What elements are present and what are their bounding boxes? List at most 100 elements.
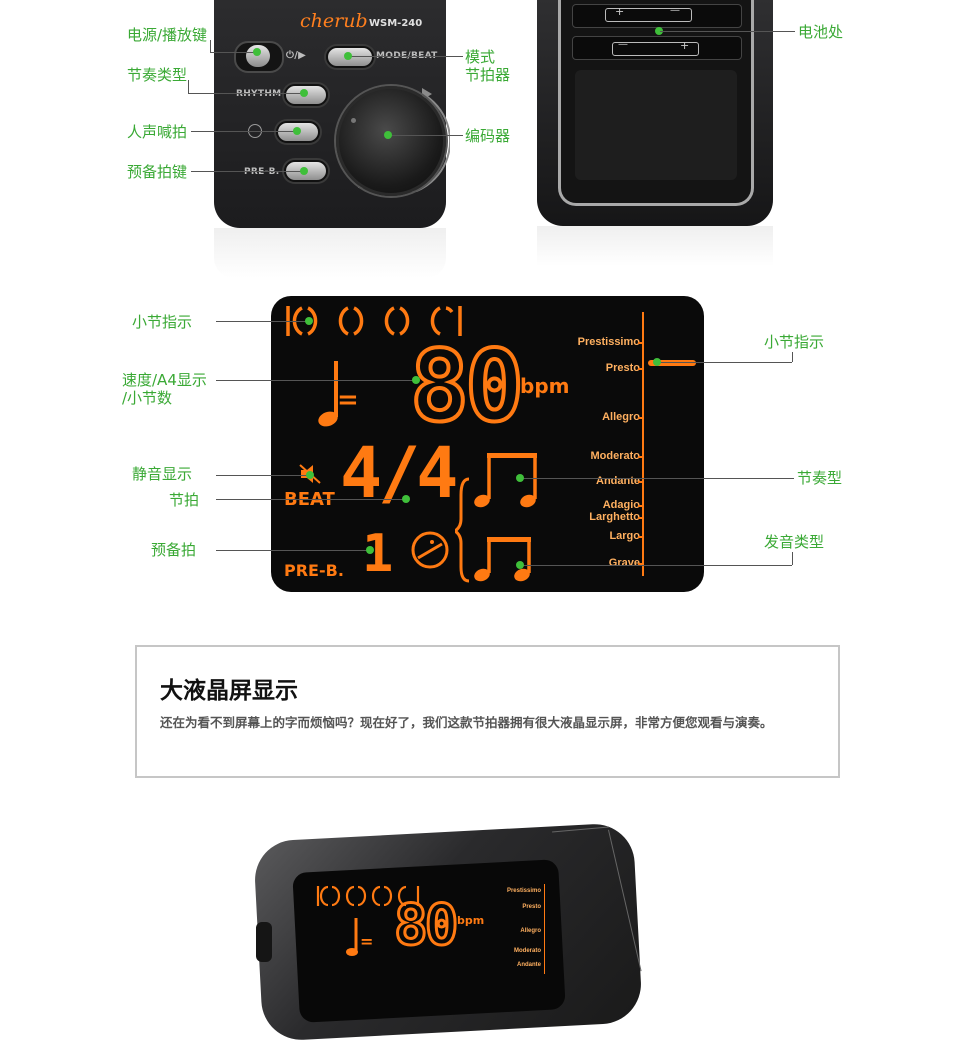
leader-line — [216, 321, 308, 322]
callout-measure-left: 小节指示 — [132, 313, 193, 331]
marker-dot — [300, 167, 308, 175]
tempo-mark: Presto — [605, 362, 640, 374]
leader-line — [348, 56, 463, 57]
callout-beat: 节拍 — [169, 491, 200, 509]
battery-compartment-inner — [575, 70, 737, 180]
marker-dot — [344, 52, 352, 60]
marker-dot — [305, 317, 313, 325]
leader-line — [792, 552, 793, 565]
photo-equals-sign: = — [360, 932, 374, 951]
photo-bpm-unit: bpm — [457, 914, 485, 927]
leader-line — [660, 31, 795, 32]
tempo-tick — [638, 517, 644, 519]
tempo-tick — [638, 342, 644, 344]
marker-dot — [293, 127, 301, 135]
model-name: WSM-240 — [369, 18, 423, 29]
marker-dot — [653, 358, 661, 366]
lcd-pre-b-label: PRE-B. — [284, 561, 344, 580]
tempo-tick — [638, 456, 644, 458]
photo-tempo-mark: Presto — [522, 904, 541, 910]
back-reflection — [537, 226, 773, 266]
leader-line — [520, 478, 794, 479]
time-signature: 4/4 — [340, 432, 458, 514]
photo-bpm-value: 80 — [392, 892, 459, 960]
leader-line — [191, 171, 303, 172]
callout-mute: 静音显示 — [132, 465, 193, 483]
encoder-knob[interactable] — [336, 86, 446, 196]
callout-power-play: 电源/播放键 — [127, 26, 208, 44]
bpm-value: 80 — [408, 328, 526, 446]
tempo-mark: Moderato — [590, 450, 641, 462]
tempo-tick — [638, 536, 644, 538]
leader-line — [188, 93, 304, 94]
battery-cell-2 — [612, 42, 699, 56]
callout-battery: 电池处 — [798, 23, 844, 41]
battery-slot-2 — [572, 36, 742, 60]
callout-pre-beat-key: 预备拍键 — [127, 163, 188, 181]
marker-dot — [516, 474, 524, 482]
leader-line — [210, 40, 211, 52]
equals-sign: = — [337, 385, 359, 415]
marker-dot — [402, 495, 410, 503]
marker-dot — [412, 376, 420, 384]
tempo-tick — [638, 505, 644, 507]
callout-speed-line1: 速度/A4显示 — [122, 371, 207, 389]
marker-dot — [384, 131, 392, 139]
marker-dot — [306, 471, 314, 479]
quarter-note-icon — [318, 361, 338, 427]
tempo-tick — [638, 481, 644, 483]
leader-line — [792, 352, 793, 362]
photo-tempo-mark: Moderato — [514, 948, 541, 954]
tempo-tick — [638, 417, 644, 419]
leader-line — [216, 475, 310, 476]
feature-title: 大液晶屏显示 — [160, 678, 298, 704]
photo-tempo-bar — [544, 884, 545, 974]
leader-line — [216, 499, 406, 500]
tempo-mark: Grave — [608, 557, 640, 569]
pre-b-count: 1 — [362, 524, 394, 584]
tempo-scale-marker — [648, 360, 696, 366]
tempo-scale-bar — [642, 312, 644, 576]
feature-info-box — [135, 645, 840, 778]
leader-line — [191, 131, 297, 132]
battery-plus-2: + — [680, 39, 690, 52]
tempo-mark: Allegro — [602, 411, 640, 423]
power-symbol: ⏻/▶ — [286, 50, 307, 61]
callout-rhythm-type: 节奏类型 — [127, 66, 188, 84]
tempo-mark: Andante — [596, 475, 640, 487]
marker-dot — [655, 27, 663, 35]
photo-measure-icons — [316, 885, 420, 907]
marker-dot — [300, 89, 308, 97]
pre-b-label: PRE-B. — [244, 167, 280, 177]
callout-speed-line2: /小节数 — [122, 389, 173, 407]
marker-dot — [253, 48, 261, 56]
device-reflection — [214, 228, 446, 278]
tempo-mark: Prestissimo — [577, 336, 640, 348]
callout-sound-type: 发音类型 — [764, 533, 825, 551]
brand-logo: cherub — [300, 10, 368, 32]
photo-quarter-note-icon — [346, 918, 358, 956]
battery-minus-2: — — [618, 39, 628, 50]
voice-face-icon — [411, 531, 449, 569]
leader-line — [520, 565, 792, 566]
marker-dot — [366, 546, 374, 554]
tempo-mark: Largo — [609, 530, 640, 542]
battery-cell-1 — [605, 8, 692, 22]
callout-mode-line2: 节拍器 — [465, 66, 511, 84]
callout-rhythm-pattern: 节奏型 — [797, 469, 843, 487]
callout-measure-right: 小节指示 — [764, 333, 825, 351]
power-play-button[interactable] — [246, 45, 270, 67]
feature-description: 还在为看不到屏幕上的字而烦恼吗？现在好了，我们这款节拍器拥有很大液晶显示屏，非常… — [160, 715, 773, 730]
leader-line — [216, 380, 416, 381]
battery-plus-1: + — [615, 5, 625, 18]
callout-mode-line1: 模式 — [465, 48, 496, 66]
tempo-tick — [638, 563, 644, 565]
callout-pre-beat: 预备拍 — [151, 541, 197, 559]
callout-voice-beat: 人声喊拍 — [127, 123, 188, 141]
tempo-tick — [638, 368, 644, 370]
callout-encoder: 编码器 — [465, 127, 511, 145]
leader-line — [188, 80, 189, 93]
photo-tempo-mark: Prestissimo — [506, 888, 541, 894]
photo-tempo-mark: Allegro — [520, 928, 541, 934]
encoder-knob-indicator — [351, 118, 356, 123]
